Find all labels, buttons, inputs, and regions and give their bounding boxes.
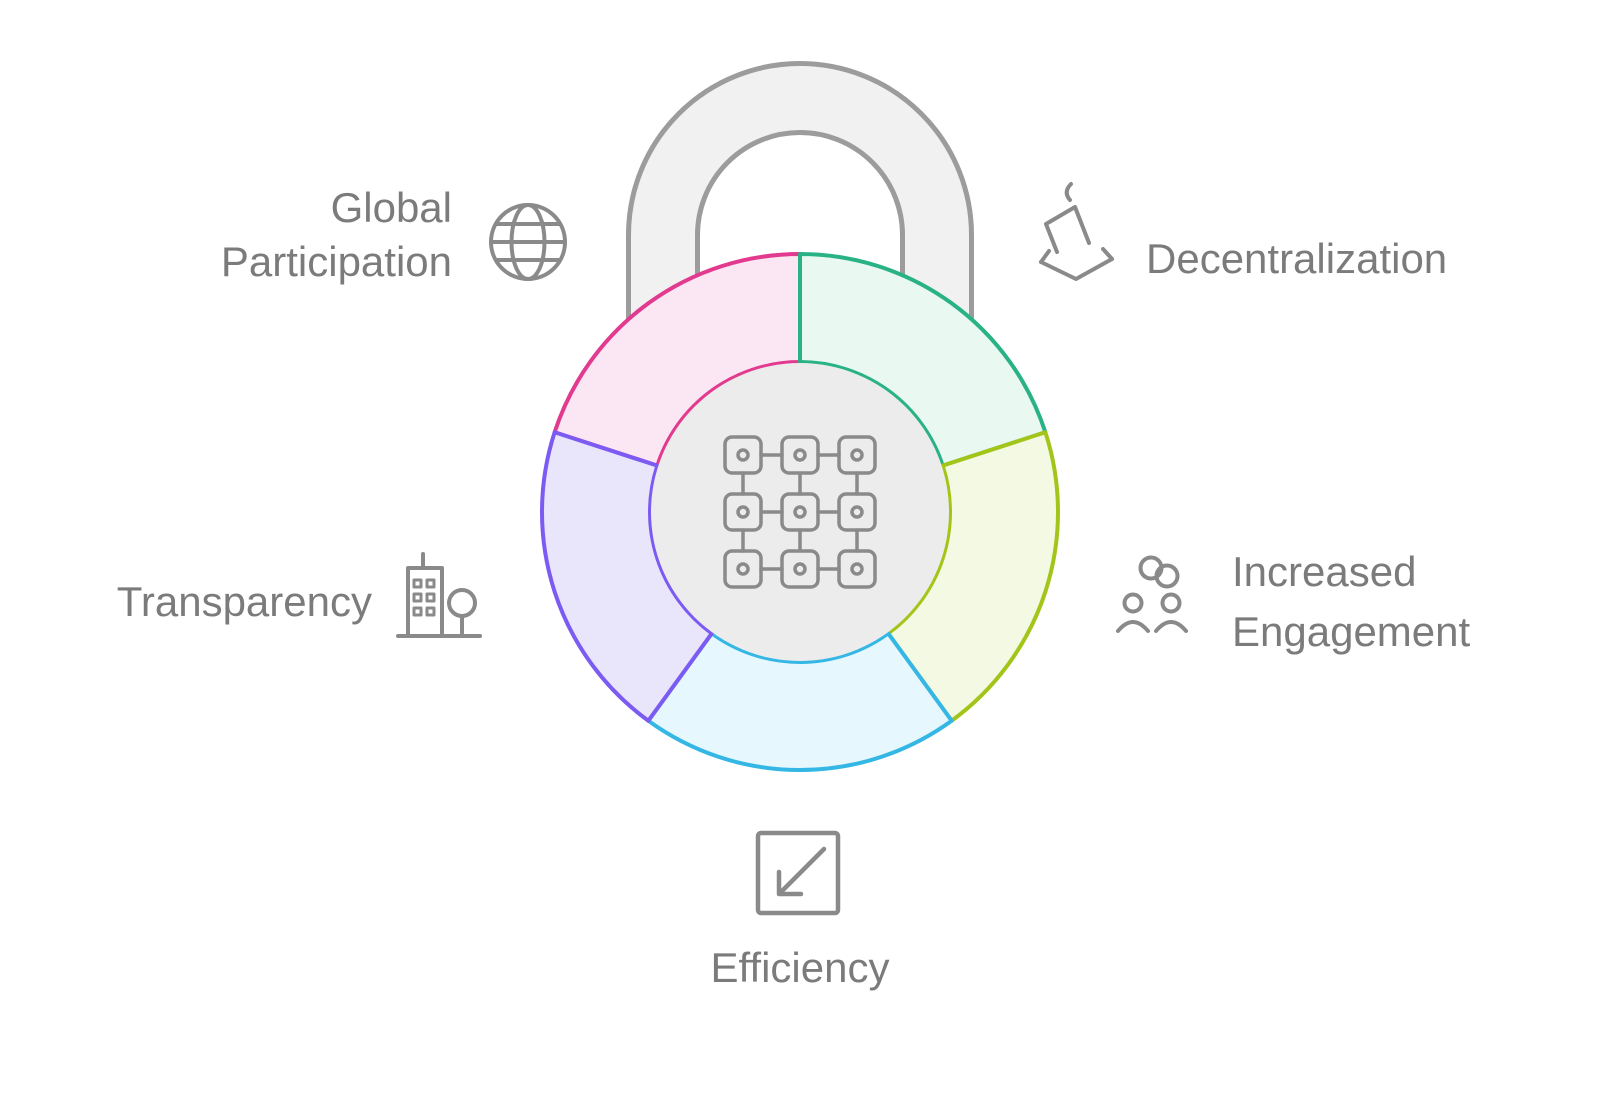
donut-segment-decentralization: [798, 252, 1048, 468]
padlock-shackle: [626, 61, 974, 432]
callout-increased-engagement: Increased Engagement: [1116, 548, 1471, 655]
callout-decentralization: Decentralization: [1039, 182, 1447, 282]
increased-engagement-label-line2: Engagement: [1232, 608, 1471, 655]
efficiency-label: Efficiency: [711, 944, 890, 991]
expand-arrow-icon: [755, 830, 841, 916]
blockchain-grid-icon: [723, 435, 877, 589]
callout-efficiency: Efficiency: [711, 830, 890, 991]
donut-segment-increased-engagement: [886, 430, 1060, 723]
increased-engagement-label-line1: Increased: [1232, 548, 1416, 595]
donut-segment-efficiency: [646, 631, 954, 772]
donut-hub: [651, 363, 949, 661]
people-link-icon: [1116, 555, 1188, 633]
global-participation-label-line1: Global: [331, 184, 452, 231]
callout-global-participation: Global Participation: [221, 184, 567, 285]
transparency-label: Transparency: [117, 578, 372, 625]
callout-transparency: Transparency: [117, 552, 482, 638]
decentralization-label: Decentralization: [1146, 235, 1447, 282]
vote-ballot-icon: [1039, 182, 1114, 281]
global-participation-label-line2: Participation: [221, 238, 452, 285]
globe-icon: [489, 203, 567, 281]
building-tree-icon: [396, 552, 482, 638]
donut-segment-transparency: [540, 430, 714, 723]
donut-segment-global-participation: [552, 252, 802, 468]
benefits-donut: [540, 252, 1060, 772]
